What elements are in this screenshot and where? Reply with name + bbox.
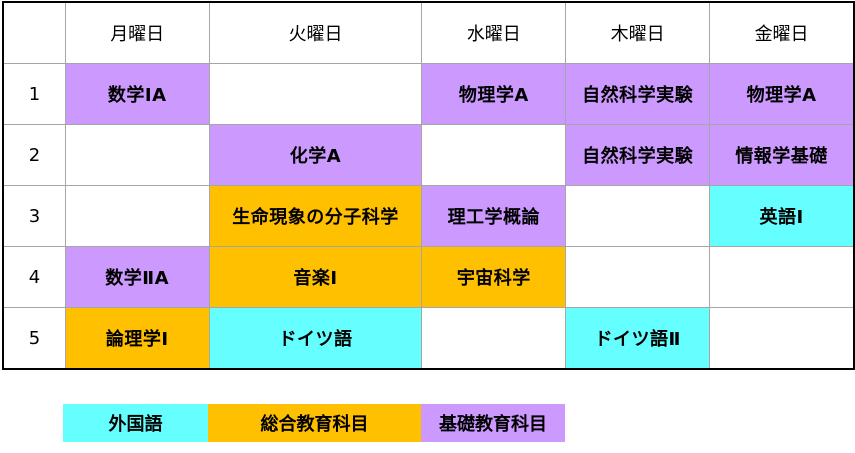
course-cell (64, 185, 210, 247)
legend-foreign-language: 外国語 (63, 404, 208, 442)
course-cell: 論理学Ⅰ (64, 307, 210, 370)
period-number: 3 (1, 185, 66, 247)
course-cell (565, 185, 711, 247)
day-header: 金曜日 (709, 1, 855, 64)
course-cell: 英語Ⅰ (709, 185, 855, 247)
period-row: 3 生命現象の分子科学 理工学概論 英語Ⅰ (1, 185, 855, 247)
course-cell: 数学ⅡA (64, 246, 210, 308)
course-cell: 音楽Ⅰ (208, 246, 423, 308)
course-cell: 自然科学実験 (565, 63, 711, 125)
header-row: 月曜日 火曜日 水曜日 木曜日 金曜日 (1, 1, 855, 64)
period-row: 1 数学ⅠA 物理学A 自然科学実験 物理学A (1, 63, 855, 125)
day-header: 水曜日 (421, 1, 567, 64)
course-cell: 物理学A (709, 63, 855, 125)
course-cell: 化学A (208, 124, 423, 186)
period-row: 2 化学A 自然科学実験 情報学基礎 (1, 124, 855, 186)
course-cell (421, 124, 567, 186)
day-header: 月曜日 (64, 1, 210, 64)
day-header: 火曜日 (208, 1, 423, 64)
course-cell: 数学ⅠA (64, 63, 210, 125)
course-cell: 宇宙科学 (421, 246, 567, 308)
period-row: 5 論理学Ⅰ ドイツ語 ドイツ語Ⅱ (1, 307, 855, 370)
course-cell (64, 124, 210, 186)
legend-basic-education: 基礎教育科目 (421, 404, 565, 442)
corner-cell (1, 1, 66, 64)
course-cell: 物理学A (421, 63, 567, 125)
course-cell (421, 307, 567, 370)
timetable: 月曜日 火曜日 水曜日 木曜日 金曜日 1 数学ⅠA 物理学A 自然科学実験 物… (1, 1, 855, 370)
period-number: 5 (1, 307, 66, 370)
legend-general-education: 総合教育科目 (208, 404, 421, 442)
course-cell: 生命現象の分子科学 (208, 185, 423, 247)
course-cell (709, 246, 855, 308)
color-legend: 外国語 総合教育科目 基礎教育科目 (63, 404, 565, 442)
course-cell: 自然科学実験 (565, 124, 711, 186)
course-cell: ドイツ語Ⅱ (565, 307, 711, 370)
course-cell: ドイツ語 (208, 307, 423, 370)
day-header: 木曜日 (565, 1, 711, 64)
course-cell: 理工学概論 (421, 185, 567, 247)
course-cell (709, 307, 855, 370)
period-row: 4 数学ⅡA 音楽Ⅰ 宇宙科学 (1, 246, 855, 308)
course-cell: 情報学基礎 (709, 124, 855, 186)
period-number: 2 (1, 124, 66, 186)
period-number: 4 (1, 246, 66, 308)
course-cell (565, 246, 711, 308)
period-number: 1 (1, 63, 66, 125)
course-cell (208, 63, 423, 125)
